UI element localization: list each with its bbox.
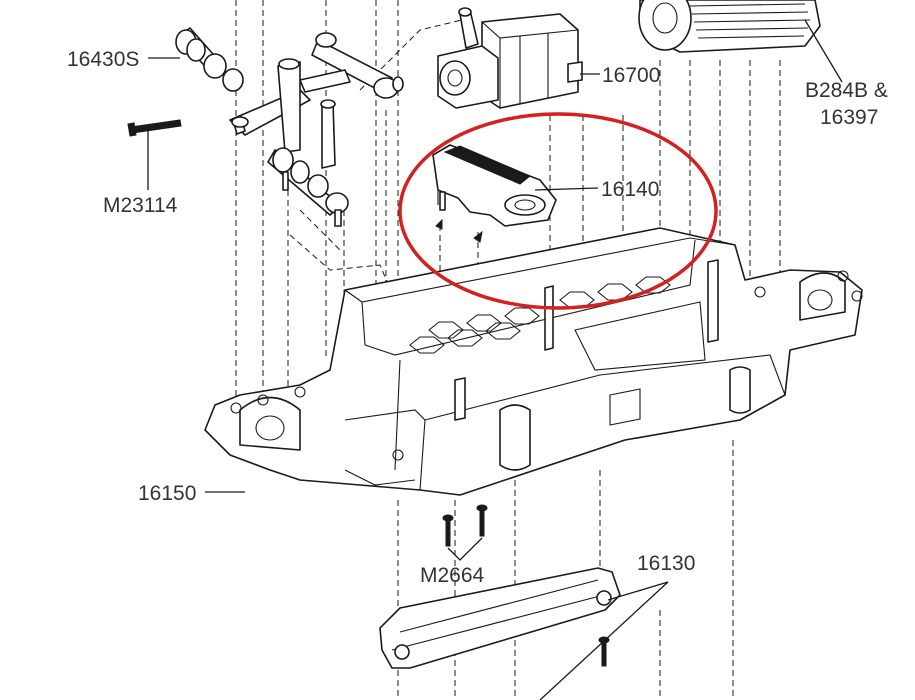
leader-lines xyxy=(147,19,843,700)
screws-m2664 xyxy=(442,504,488,547)
label-m2664: M2664 xyxy=(420,564,485,587)
label-16397: 16397 xyxy=(820,106,878,129)
screw-m23114 xyxy=(127,119,182,137)
label-16140: 16140 xyxy=(601,178,659,201)
label-b284b: B284B & xyxy=(805,79,888,102)
servo-mount-part xyxy=(432,144,557,243)
highlight-circle xyxy=(398,112,718,310)
part-labels: 16430S 16700 B284B & 16397 16140 M23114 … xyxy=(67,48,888,587)
label-16430S: 16430S xyxy=(67,48,139,71)
servo-part xyxy=(437,7,583,109)
honeycomb-ribs xyxy=(409,276,671,354)
label-16150: 16150 xyxy=(138,482,196,505)
servo-linkage-part xyxy=(175,27,404,227)
skid-plate-part xyxy=(379,567,621,669)
label-16130: 16130 xyxy=(637,552,695,575)
label-m23114: M23114 xyxy=(103,194,178,217)
motor-heatsink-part xyxy=(638,0,821,53)
chassis-part xyxy=(204,227,863,496)
label-16700: 16700 xyxy=(602,64,660,87)
